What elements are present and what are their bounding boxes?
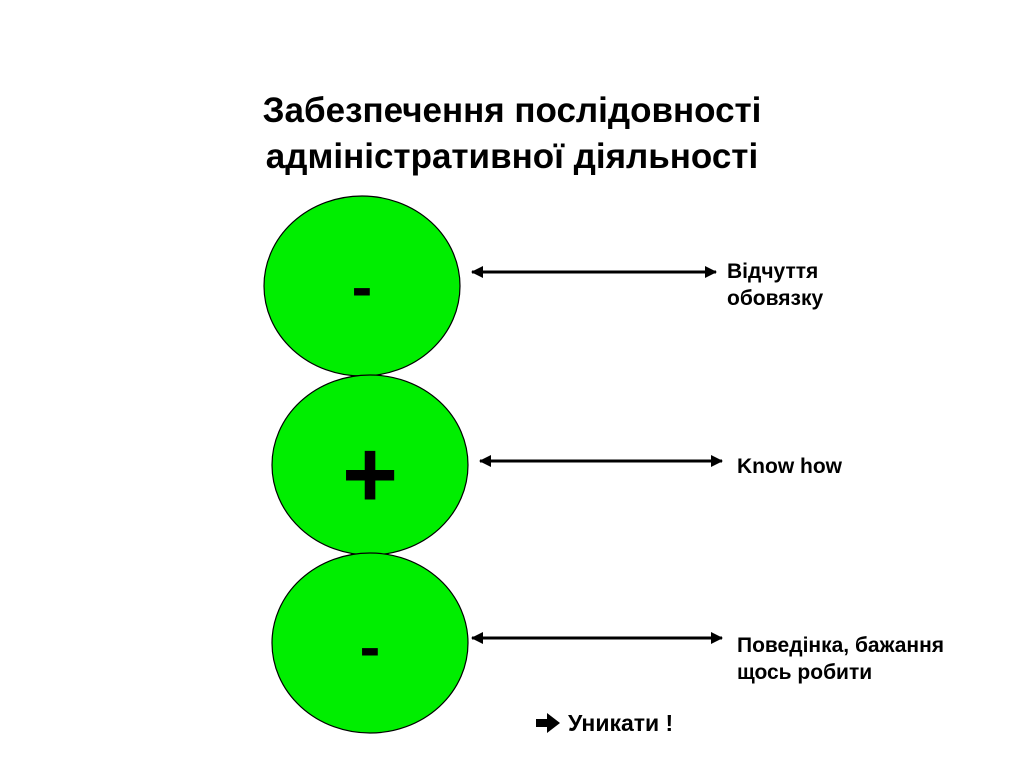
page-title: Забезпечення послідовності адміністратив…: [0, 88, 1024, 180]
label-3-line-2: щось робити: [737, 661, 873, 684]
circle-node-3: -: [271, 552, 469, 734]
label-1-line-2: обовязку: [727, 287, 824, 310]
circle-node-1: -: [263, 195, 461, 377]
page-title-line-1: Забезпечення послідовності: [262, 91, 762, 130]
label-3: Поведінка, бажання щось робити: [737, 632, 944, 686]
label-3-line-1: Поведінка, бажання: [737, 634, 945, 657]
label-2-line-1: Know how: [737, 455, 842, 478]
label-2: Know how: [737, 453, 842, 480]
circle-2-sign: +: [342, 421, 398, 528]
label-1-line-1: Відчуття: [727, 260, 819, 283]
circle-1-sign: -: [352, 253, 373, 322]
circle-3-shape: [271, 552, 469, 734]
footnote-text: Уникати !: [568, 710, 674, 736]
label-1: Відчуття обовязку: [727, 258, 823, 312]
circle-node-2: +: [271, 374, 469, 556]
page-title-line-2: адміністративної діяльності: [265, 137, 759, 176]
right-arrow-icon: [536, 708, 560, 738]
circle-3-sign: -: [360, 613, 381, 682]
footnote: Уникати !: [536, 708, 673, 738]
